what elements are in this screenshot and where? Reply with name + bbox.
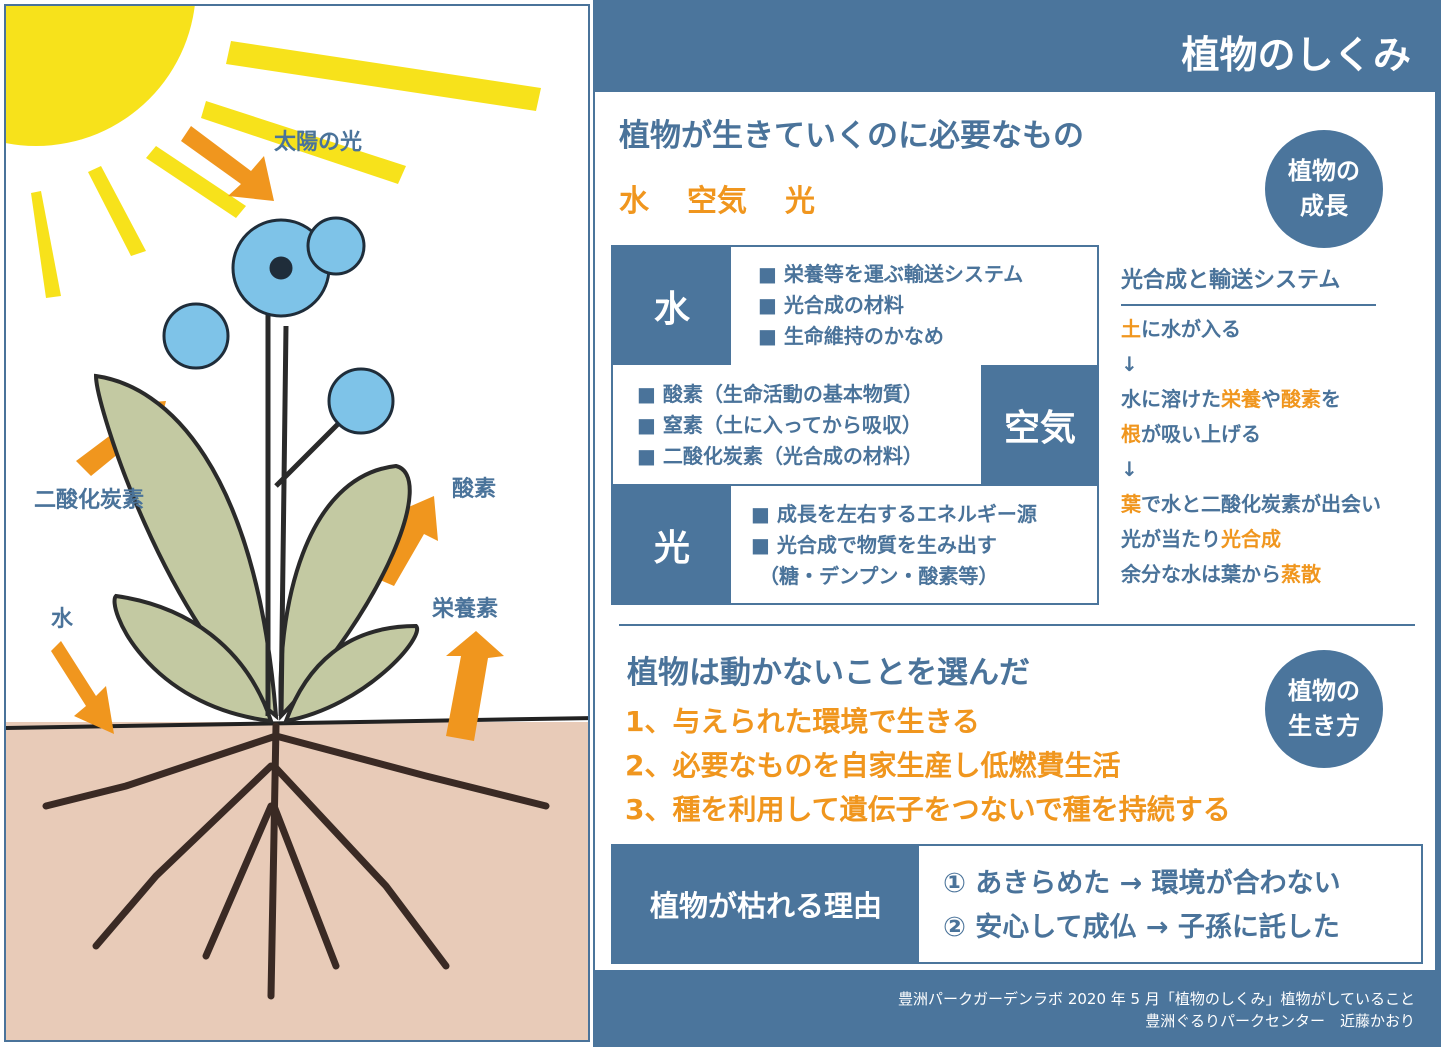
needs-table: 水 ■ 栄養等を運ぶ輸送システム ■ 光合成の材料 ■ 生命維持のかなめ 空気 … xyxy=(611,245,1099,605)
reasons-label: 植物が枯れる理由 xyxy=(613,846,919,962)
label-nutrients: 栄養素 xyxy=(432,597,499,622)
list-item: 1、与えられた環境で生きる xyxy=(625,705,980,738)
highlight: 葉 xyxy=(1121,492,1141,516)
badge-line: 生き方 xyxy=(1288,712,1360,740)
water-cell: 水 xyxy=(613,247,731,365)
highlight: 光合成 xyxy=(1221,527,1281,551)
badge-line: 植物の xyxy=(1288,677,1360,706)
needs-list: 水 空気 光 xyxy=(619,176,815,220)
list-item: ■ 光合成の材料 xyxy=(758,293,904,317)
flow-text: が吸い上げる xyxy=(1141,422,1261,446)
list-item: （糖・デンプン・酸素等） xyxy=(759,564,999,588)
list-item: ■ 窒素（土に入ってから吸収） xyxy=(637,413,922,437)
label-co2: 二酸化炭素 xyxy=(34,488,145,513)
info-panel: 植物のしくみ 植物が生きていくのに必要なもの 水空気光 植物の成長 水 ■ 栄養… xyxy=(593,0,1441,1047)
flow-text: で水と二酸化炭素が出会い xyxy=(1141,492,1381,516)
badge-line: 成長 xyxy=(1300,192,1348,220)
flow-text: 余分な水は葉から xyxy=(1121,562,1281,586)
highlight: 酸素 xyxy=(1281,387,1321,411)
leaves xyxy=(93,373,420,724)
highlight: 栄養 xyxy=(1221,387,1261,411)
highlight: 根 xyxy=(1121,422,1141,446)
highlight: 土 xyxy=(1121,317,1141,341)
air-cell: 空気 xyxy=(981,365,1099,485)
flow-text: 光が当たり xyxy=(1121,527,1221,551)
footer-credit: 豊洲パークガーデンラボ 2020 年 5 月「植物のしくみ」植物がしていること … xyxy=(898,988,1415,1032)
section2-title: 植物は動かないことを選んだ xyxy=(627,655,1030,691)
list-item: ■ 成長を左右するエネルギー源 xyxy=(751,502,1037,526)
sun-icon xyxy=(6,6,195,146)
section2-list: 1、与えられた環境で生きる 2、必要なものを自家生産し低燃費生活 3、種を利用し… xyxy=(625,700,1231,832)
label-oxygen: 酸素 xyxy=(452,477,497,502)
flow-text: に水が入る xyxy=(1141,317,1241,341)
footer-line: 豊洲ぐるりパークセンター 近藤かおり xyxy=(1145,1012,1415,1030)
list-item: ■ 生命維持のかなめ xyxy=(758,324,944,348)
flow-title: 光合成と輸送システム xyxy=(1121,262,1376,306)
roots xyxy=(42,722,550,1000)
flow-text: 水に溶けた xyxy=(1121,387,1221,411)
plant-illustration xyxy=(6,6,588,1040)
list-item: 3、種を利用して遺伝子をつないで種を持続する xyxy=(625,793,1231,826)
flow-text: や xyxy=(1261,387,1281,411)
down-arrow-icon: ↓ xyxy=(1121,457,1138,481)
list-item: 2、必要なものを自家生産し低燃費生活 xyxy=(625,749,1121,782)
flow-text: を xyxy=(1321,387,1341,411)
need: 水 xyxy=(619,184,649,219)
soil xyxy=(6,722,588,1040)
label-sunlight: 太陽の光 xyxy=(274,130,363,155)
light-cell: 光 xyxy=(613,486,731,603)
list-item: ■ 光合成で物質を生み出す xyxy=(751,533,997,557)
need: 空気 xyxy=(687,184,747,219)
water-items: ■ 栄養等を運ぶ輸送システム ■ 光合成の材料 ■ 生命維持のかなめ xyxy=(758,259,1023,352)
reasons-list: ① あきらめた → 環境が合わない ② 安心して成仏 → 子孫に託した xyxy=(943,862,1341,950)
divider xyxy=(619,624,1415,626)
content-area: 植物が生きていくのに必要なもの 水空気光 植物の成長 水 ■ 栄養等を運ぶ輸送シ… xyxy=(595,92,1435,970)
air-items: ■ 酸素（生命活動の基本物質） ■ 窒素（土に入ってから吸収） ■ 二酸化炭素（… xyxy=(637,379,923,472)
badge-way-of-life: 植物の生き方 xyxy=(1265,650,1383,768)
sun-rays xyxy=(31,41,541,298)
list-item: ■ 栄養等を運ぶ輸送システム xyxy=(758,262,1024,286)
section1-title: 植物が生きていくのに必要なもの xyxy=(619,118,1084,154)
list-item: ② 安心して成仏 → 子孫に託した xyxy=(943,912,1340,943)
flow-section: 光合成と輸送システム 土に水が入る ↓ 水に溶けた栄養や酸素を 根が吸い上げる … xyxy=(1121,262,1381,592)
badge-growth: 植物の成長 xyxy=(1265,130,1383,248)
flowers xyxy=(162,216,395,435)
footer-line: 豊洲パークガーデンラボ 2020 年 5 月「植物のしくみ」植物がしていること xyxy=(898,990,1415,1008)
list-item: ■ 二酸化炭素（光合成の材料） xyxy=(637,444,923,468)
reasons-box: 植物が枯れる理由 ① あきらめた → 環境が合わない ② 安心して成仏 → 子孫… xyxy=(611,844,1423,964)
list-item: ■ 酸素（生命活動の基本物質） xyxy=(637,382,923,406)
need: 光 xyxy=(785,184,815,219)
list-item: ① あきらめた → 環境が合わない xyxy=(943,868,1341,899)
down-arrow-icon: ↓ xyxy=(1121,352,1138,376)
highlight: 蒸散 xyxy=(1281,562,1321,586)
plant-illustration-panel: 太陽の光 二酸化炭素 酸素 水 栄養素 xyxy=(4,4,590,1042)
label-water: 水 xyxy=(51,607,74,632)
badge-line: 植物の xyxy=(1288,157,1360,186)
page-title: 植物のしくみ xyxy=(1181,33,1411,77)
light-items: ■ 成長を左右するエネルギー源 ■ 光合成で物質を生み出す （糖・デンプン・酸素… xyxy=(751,499,1037,592)
